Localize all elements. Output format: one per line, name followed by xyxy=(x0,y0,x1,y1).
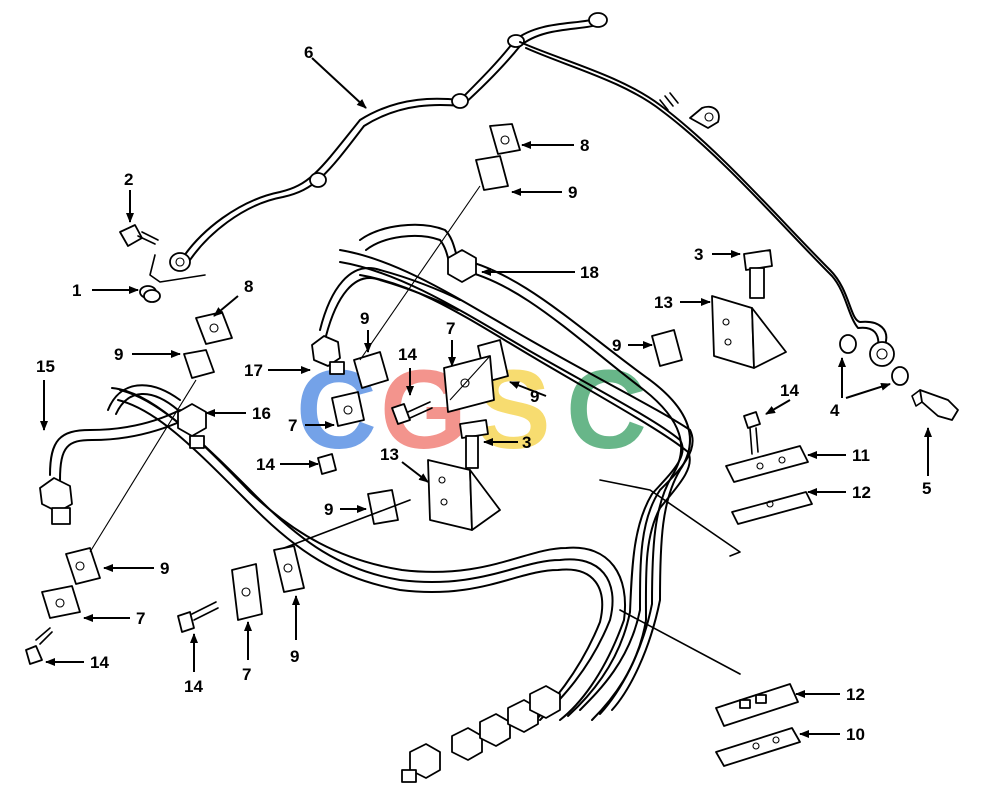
callout-7-left: 7 xyxy=(288,416,297,435)
callout-9-center-right: 9 xyxy=(530,387,539,406)
fuel-line-bundle xyxy=(49,223,694,729)
callout-12-upper: 12 xyxy=(852,483,871,502)
callout-11: 11 xyxy=(852,446,870,465)
callout-14-bottom-left: 14 xyxy=(90,653,109,672)
fuel-line-fittings xyxy=(39,249,561,783)
clamp-10-12 xyxy=(619,609,801,767)
fuel-line-6 xyxy=(179,12,888,349)
callout-13-center: 13 xyxy=(380,445,399,464)
callout-arrows xyxy=(40,57,932,738)
callout-9-left: 9 xyxy=(114,345,123,364)
callout-6: 6 xyxy=(304,43,313,62)
callout-10: 10 xyxy=(846,725,865,744)
callout-1: 1 xyxy=(72,281,81,300)
callout-3-right: 3 xyxy=(694,245,703,264)
callout-7-bottom: 7 xyxy=(242,665,251,684)
callout-9-bottom-left: 9 xyxy=(160,559,169,578)
callout-4: 4 xyxy=(830,401,840,420)
callout-18: 18 xyxy=(580,263,599,282)
callout-9-right: 9 xyxy=(612,336,621,355)
callout-14-right: 14 xyxy=(780,381,799,400)
callout-7-bottom-left: 7 xyxy=(136,609,145,628)
callout-3-center: 3 xyxy=(522,433,531,452)
bracket-13-right xyxy=(651,249,787,369)
banjo-fitting-right xyxy=(839,334,959,421)
callout-9-bottom: 9 xyxy=(290,647,299,666)
callout-9-lower: 9 xyxy=(324,500,333,519)
callout-14-left: 14 xyxy=(256,455,275,474)
callout-9-center: 9 xyxy=(360,309,369,328)
banjo-fitting-left xyxy=(119,224,206,303)
callout-labels: 6 2 1 8 9 18 3 13 9 8 9 15 17 16 9 14 7 … xyxy=(36,43,931,744)
callout-8-top: 8 xyxy=(580,136,589,155)
callout-14-center: 14 xyxy=(398,345,417,364)
clamp-11-12 xyxy=(599,411,813,557)
callout-5: 5 xyxy=(922,479,931,498)
callout-12-lower: 12 xyxy=(846,685,865,704)
callout-7-center: 7 xyxy=(446,319,455,338)
callout-2: 2 xyxy=(124,170,133,189)
clamp-bracket-center xyxy=(317,123,521,475)
leader-lines xyxy=(89,185,491,553)
bracket-13-center xyxy=(367,419,501,531)
clamp-bracket-left xyxy=(25,311,233,665)
callout-13-right: 13 xyxy=(654,293,673,312)
callout-17: 17 xyxy=(244,361,263,380)
callout-14-bottom: 14 xyxy=(184,677,203,696)
callout-8-left: 8 xyxy=(244,277,253,296)
callout-15: 15 xyxy=(36,357,55,376)
callout-9-top: 9 xyxy=(568,183,577,202)
clamp-lower-middle xyxy=(177,499,411,633)
callout-16: 16 xyxy=(252,404,271,423)
